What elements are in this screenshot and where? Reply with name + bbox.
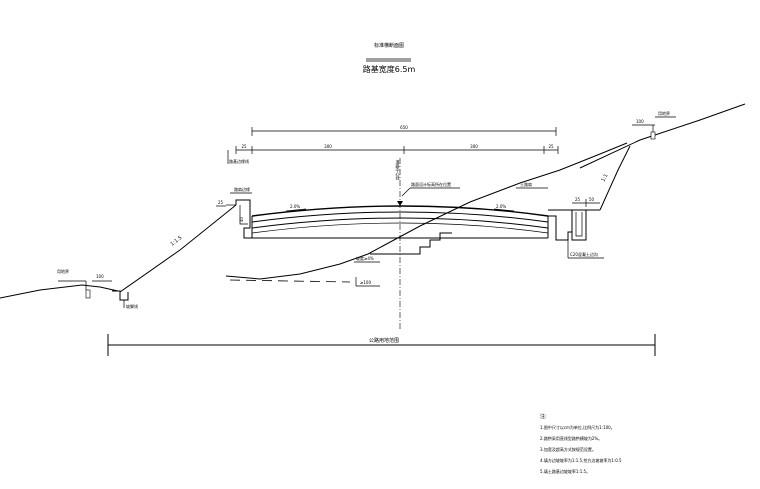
- drawing-title: 标准横断面图: [374, 42, 404, 49]
- right-lane-dim: 300: [470, 144, 478, 149]
- note-item-1: 1.图中尺寸以cm为单位,比例尺为1:100。: [540, 424, 615, 430]
- pavement-layer-2: [251, 217, 549, 229]
- drawing-subtitle: 路基宽度6.5m: [363, 64, 416, 74]
- pavement-surface: [251, 205, 549, 217]
- right-shoulder-block: [548, 215, 572, 241]
- pavement-layer-1: [251, 211, 549, 223]
- right-land-line-label: 用地界: [658, 110, 670, 116]
- left-grade-arrow: [285, 208, 307, 212]
- land-scope-label: 公路用地范围: [369, 337, 399, 344]
- right-shoulder-dim: 25: [548, 144, 554, 149]
- total-dim-label: 650: [400, 125, 408, 130]
- right-top-marker: [650, 131, 656, 140]
- right-slope-grade: 2.0%: [496, 204, 506, 209]
- step-grade-label: 坡度≥4%: [356, 255, 374, 261]
- design-elevation-leader: [401, 187, 411, 197]
- pavement-layer-3: [251, 222, 549, 234]
- left-ditch-depth: 40: [239, 216, 244, 222]
- left-lane-dim: 300: [324, 144, 332, 149]
- centerline-label: 道路中心线: [396, 159, 401, 180]
- right-cut-slope-label: 1:1: [600, 173, 609, 183]
- ground-dash-under-fill: [229, 279, 351, 283]
- left-embankment-slope: [119, 204, 237, 293]
- left-toe-ditch: [112, 290, 129, 301]
- original-ground-under-road: [225, 142, 628, 280]
- right-shoulder-edge-label: 土路肩: [520, 181, 532, 187]
- left-shoulder-edge-label: 路肩边缘: [234, 186, 250, 192]
- left-land-line-label: 用地界: [57, 268, 69, 274]
- left-ditch-dim: 25: [218, 200, 224, 205]
- ground-line-right: [579, 103, 746, 169]
- right-top-dim: 100: [636, 119, 644, 124]
- left-bottom-dim: 100: [96, 274, 104, 279]
- left-foot-label: 坡脚线: [126, 303, 138, 309]
- note-item-2: 2.路拱采用直线型路拱横坡为2%。: [540, 435, 602, 441]
- right-ditch-label: C20混凝土边沟: [570, 251, 598, 257]
- right-ditch: [571, 210, 587, 241]
- note-item-3: 3.加宽及超高方式按规范设置。: [540, 446, 596, 452]
- left-edge-line-label: 路基边缘线: [229, 158, 249, 164]
- right-grade-arrow: [493, 208, 515, 212]
- left-shoulder-dim: 25: [241, 144, 247, 149]
- right-ditch-inner: [575, 212, 583, 237]
- left-embankment-slope-label: 1:1.5: [170, 235, 184, 248]
- left-shoulder-inner: [239, 205, 248, 225]
- elevation-marker: [397, 201, 403, 206]
- note-item-5: 5.填土路基边坡坡率1:1.5。: [540, 468, 590, 474]
- design-elevation-label: 路面设计标高所在位置: [411, 181, 451, 187]
- right-ditch-dim-b: 50: [589, 197, 595, 202]
- left-land-marker: [85, 289, 91, 299]
- step-width-label: ≥100: [360, 280, 371, 285]
- benching-steps: [370, 232, 452, 255]
- notes-heading: 注:: [540, 413, 547, 420]
- right-ditch-dim-a: 25: [575, 197, 581, 202]
- note-item-4: 4.填方边坡坡率为1:1.5,挖方边坡坡率为1:0.5: [540, 457, 622, 463]
- right-cut-slope: [599, 145, 631, 211]
- ground-line-left: [0, 284, 119, 299]
- left-slope-grade: 2.0%: [290, 204, 300, 209]
